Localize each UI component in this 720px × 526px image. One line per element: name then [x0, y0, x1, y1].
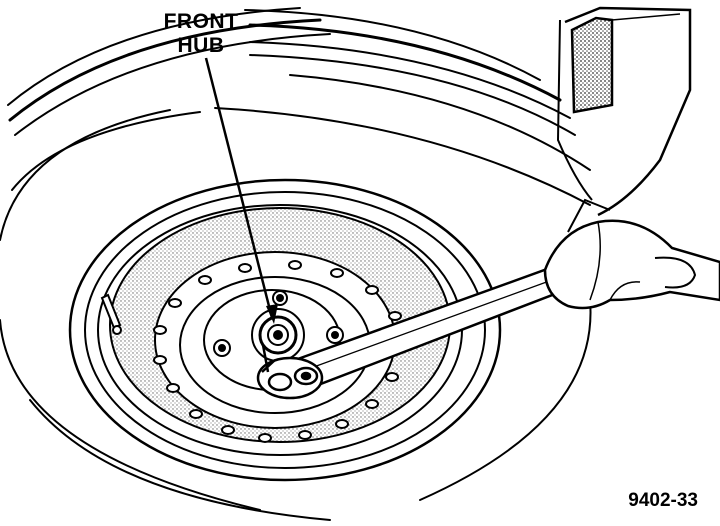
- callout-leader-arrow: [266, 304, 278, 324]
- hand: [543, 198, 720, 310]
- fender-well: [556, 6, 692, 217]
- lug-nuts: [213, 290, 344, 357]
- callout-leader-line: [204, 57, 274, 319]
- callout-label-hub: HUB: [177, 34, 225, 57]
- valve-stem: [100, 293, 122, 335]
- socket-wrench: [256, 266, 562, 400]
- tire-outline: [0, 7, 592, 521]
- front-hub: [251, 308, 305, 362]
- callout-label-front: FRONT: [163, 10, 239, 33]
- figure-number: 9402-33: [628, 490, 698, 511]
